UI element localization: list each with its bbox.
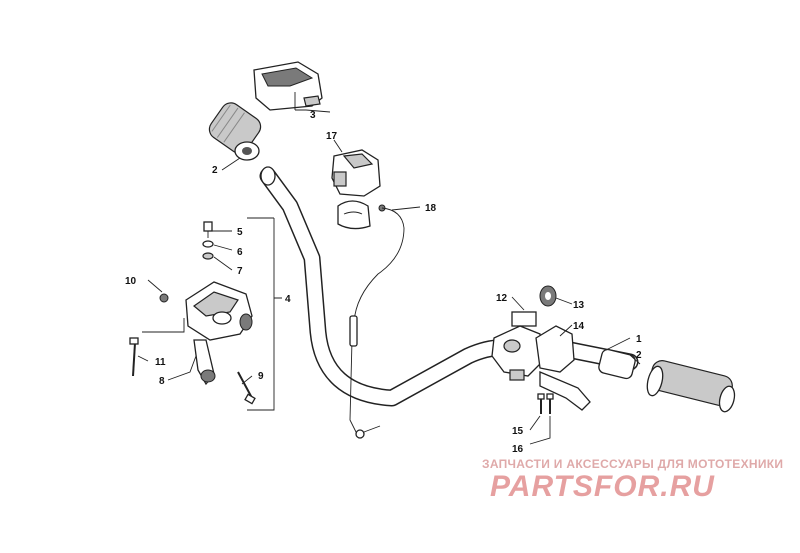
label-15: 15 bbox=[512, 426, 524, 437]
throttle-cable bbox=[349, 204, 405, 439]
right-grip bbox=[598, 348, 736, 413]
label-4: 4 bbox=[285, 294, 291, 305]
label-17: 17 bbox=[326, 131, 338, 142]
handlebar bbox=[259, 166, 639, 407]
watermark-logo[interactable]: PARTSFOR.RU bbox=[490, 470, 715, 503]
label-12: 12 bbox=[496, 293, 508, 304]
label-10: 10 bbox=[125, 276, 137, 287]
label-18: 18 bbox=[425, 203, 437, 214]
right-lever-assembly bbox=[491, 285, 591, 411]
grip-cover bbox=[253, 61, 323, 111]
label-2-right: 2 bbox=[636, 350, 642, 361]
label-7: 7 bbox=[237, 266, 243, 277]
label-2-left: 2 bbox=[212, 165, 218, 176]
fasteners bbox=[129, 221, 554, 414]
label-11: 11 bbox=[155, 357, 166, 368]
label-1: 1 bbox=[636, 334, 642, 345]
label-5: 5 bbox=[237, 227, 243, 238]
label-6: 6 bbox=[237, 247, 243, 258]
label-9: 9 bbox=[258, 371, 264, 382]
label-14: 14 bbox=[573, 321, 585, 332]
watermark-caption: ЗАПЧАСТИ И АКСЕССУАРЫ ДЛЯ МОТОТЕХНИКИ bbox=[482, 457, 784, 471]
left-grip bbox=[208, 102, 262, 154]
label-3: 3 bbox=[310, 110, 316, 121]
throttle-housing bbox=[331, 149, 381, 230]
label-13: 13 bbox=[573, 300, 585, 311]
brake-master-cylinder bbox=[159, 281, 253, 386]
label-8: 8 bbox=[159, 376, 165, 387]
label-16: 16 bbox=[512, 444, 524, 455]
part-labels: 3 2 17 18 5 6 7 4 10 11 8 9 12 13 14 1 2… bbox=[125, 110, 642, 455]
leader-lines bbox=[137, 92, 641, 445]
